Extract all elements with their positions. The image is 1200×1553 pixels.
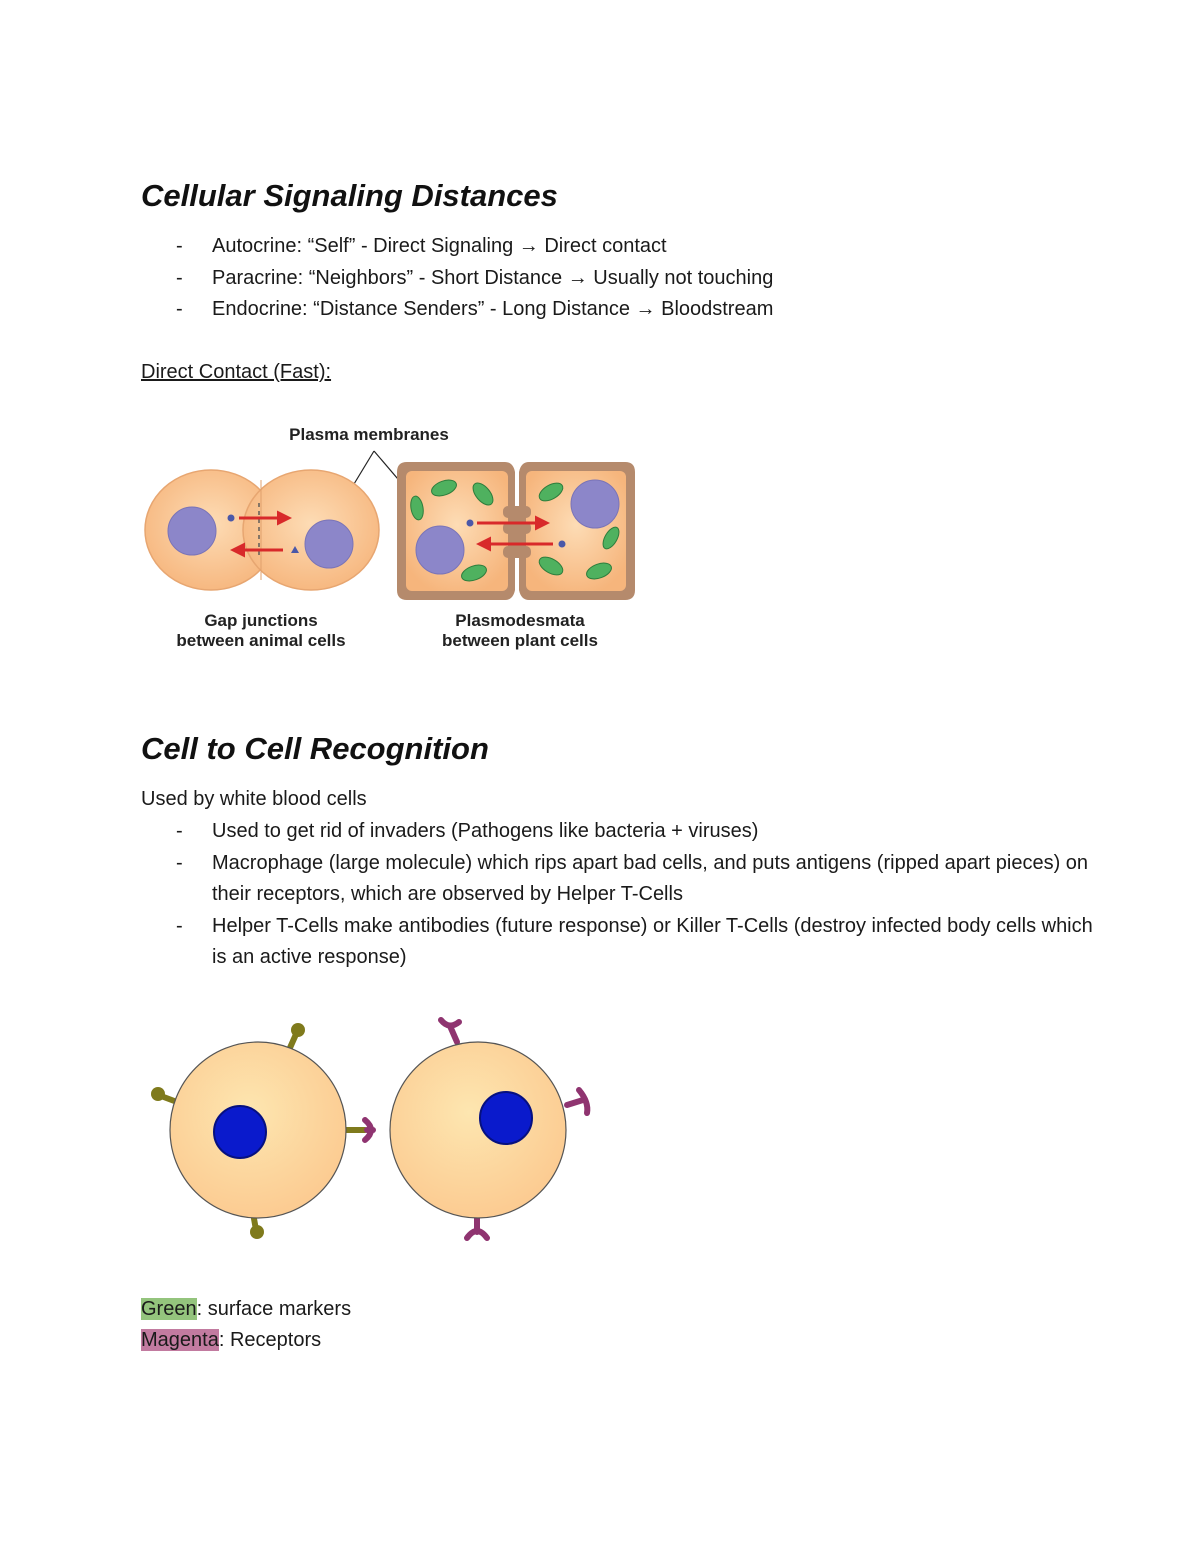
nucleus xyxy=(479,1091,533,1145)
list-item: Endocrine: “Distance Senders” - Long Dis… xyxy=(141,294,1101,326)
list-item: Paracrine: “Neighbors” - Short Distance … xyxy=(141,263,1101,295)
legend-magenta-swatch: Magenta xyxy=(141,1329,219,1351)
direct-contact-figure: Plasma membranes xyxy=(144,425,635,650)
plasmodesmata-label: Plasmodesmata xyxy=(455,611,585,630)
nucleus xyxy=(570,479,620,529)
receptors xyxy=(362,1017,591,1241)
cell-with-receptors xyxy=(362,1017,591,1241)
legend-magenta: Magenta: Receptors xyxy=(141,1325,321,1356)
gap-junctions-sublabel: between animal cells xyxy=(176,631,345,650)
nucleus xyxy=(415,525,465,575)
cell-recognition-figure xyxy=(151,1017,591,1241)
recognition-list: Used to get rid of invaders (Pathogens l… xyxy=(141,816,1101,974)
animal-cells xyxy=(144,469,380,591)
direct-contact-heading: Direct Contact (Fast): xyxy=(141,361,332,383)
list-item: Macrophage (large molecule) which rips a… xyxy=(141,848,1101,911)
legend-green: Green: surface markers xyxy=(141,1294,351,1325)
recognition-intro: Used by white blood cells xyxy=(141,788,367,810)
gap-junctions-label: Gap junctions xyxy=(204,611,317,630)
section-title-signaling: Cellular Signaling Distances xyxy=(141,178,558,213)
signaling-list: Autocrine: “Self” - Direct Signaling → D… xyxy=(141,231,1101,326)
plasmodesmata-sublabel: between plant cells xyxy=(442,631,598,650)
nucleus xyxy=(304,519,354,569)
plant-cells xyxy=(397,462,635,600)
legend-magenta-text: : Receptors xyxy=(218,1329,322,1351)
list-item: Helper T-Cells make antibodies (future r… xyxy=(141,911,1101,974)
list-item: Autocrine: “Self” - Direct Signaling → D… xyxy=(141,231,1101,263)
legend-green-text: : surface markers xyxy=(196,1298,352,1320)
chloroplasts xyxy=(410,479,620,582)
pointer-line xyxy=(353,450,375,485)
nucleus xyxy=(213,1105,267,1159)
nucleus xyxy=(167,506,217,556)
list-item: Used to get rid of invaders (Pathogens l… xyxy=(141,816,1101,848)
cell-with-markers xyxy=(151,1023,368,1239)
legend-green-swatch: Green xyxy=(141,1298,197,1320)
plasma-membranes-label: Plasma membranes xyxy=(289,425,449,444)
section-title-recognition: Cell to Cell Recognition xyxy=(141,731,489,766)
